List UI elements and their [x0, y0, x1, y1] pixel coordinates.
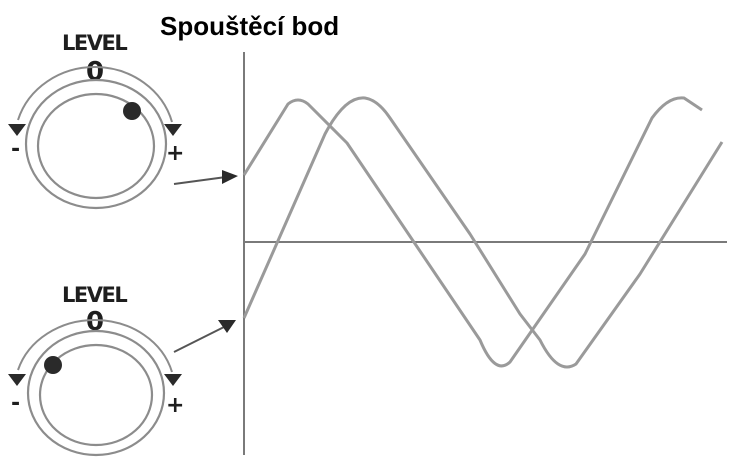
top-knob-indicator-dot — [123, 102, 141, 120]
bottom-knob-plus-label: + — [166, 393, 184, 418]
bottom-knob-outer-ring — [26, 329, 166, 457]
top-level-knob[interactable]: LEVEL 0 - + — [8, 31, 184, 210]
bottom-knob-label: LEVEL — [62, 283, 127, 307]
waveform-trigger-high — [242, 96, 703, 368]
bottom-knob-minus-label: - — [11, 391, 20, 416]
top-knob-value: 0 — [86, 57, 104, 87]
top-level-pointer-line — [173, 176, 227, 185]
bottom-knob-value: 0 — [86, 307, 104, 337]
top-knob-plus-label: + — [166, 141, 184, 166]
top-knob-outer-ring — [24, 78, 168, 210]
top-knob-inner-ring — [36, 92, 156, 200]
bottom-knob-plus-arrow-icon — [164, 374, 182, 386]
waveform-trigger-low — [242, 96, 724, 369]
top-knob-minus-label: - — [11, 137, 20, 162]
top-knob-label: LEVEL — [62, 31, 127, 55]
bottom-knob-rotation-arc — [17, 318, 173, 373]
bottom-level-knob[interactable]: LEVEL 0 - + — [8, 283, 184, 457]
top-knob-plus-arrow-icon — [164, 124, 182, 136]
top-trigger-level-marker-icon — [222, 170, 238, 184]
bottom-knob-minus-arrow-icon — [8, 374, 26, 386]
bottom-level-pointer-line — [173, 325, 227, 353]
diagram-title: Spouštěcí bod — [160, 11, 339, 41]
top-knob-rotation-arc — [17, 66, 173, 123]
bottom-knob-inner-ring — [38, 343, 154, 447]
bottom-trigger-level-marker-icon — [218, 320, 236, 333]
top-knob-minus-arrow-icon — [8, 124, 26, 136]
bottom-knob-indicator-dot — [44, 356, 62, 374]
